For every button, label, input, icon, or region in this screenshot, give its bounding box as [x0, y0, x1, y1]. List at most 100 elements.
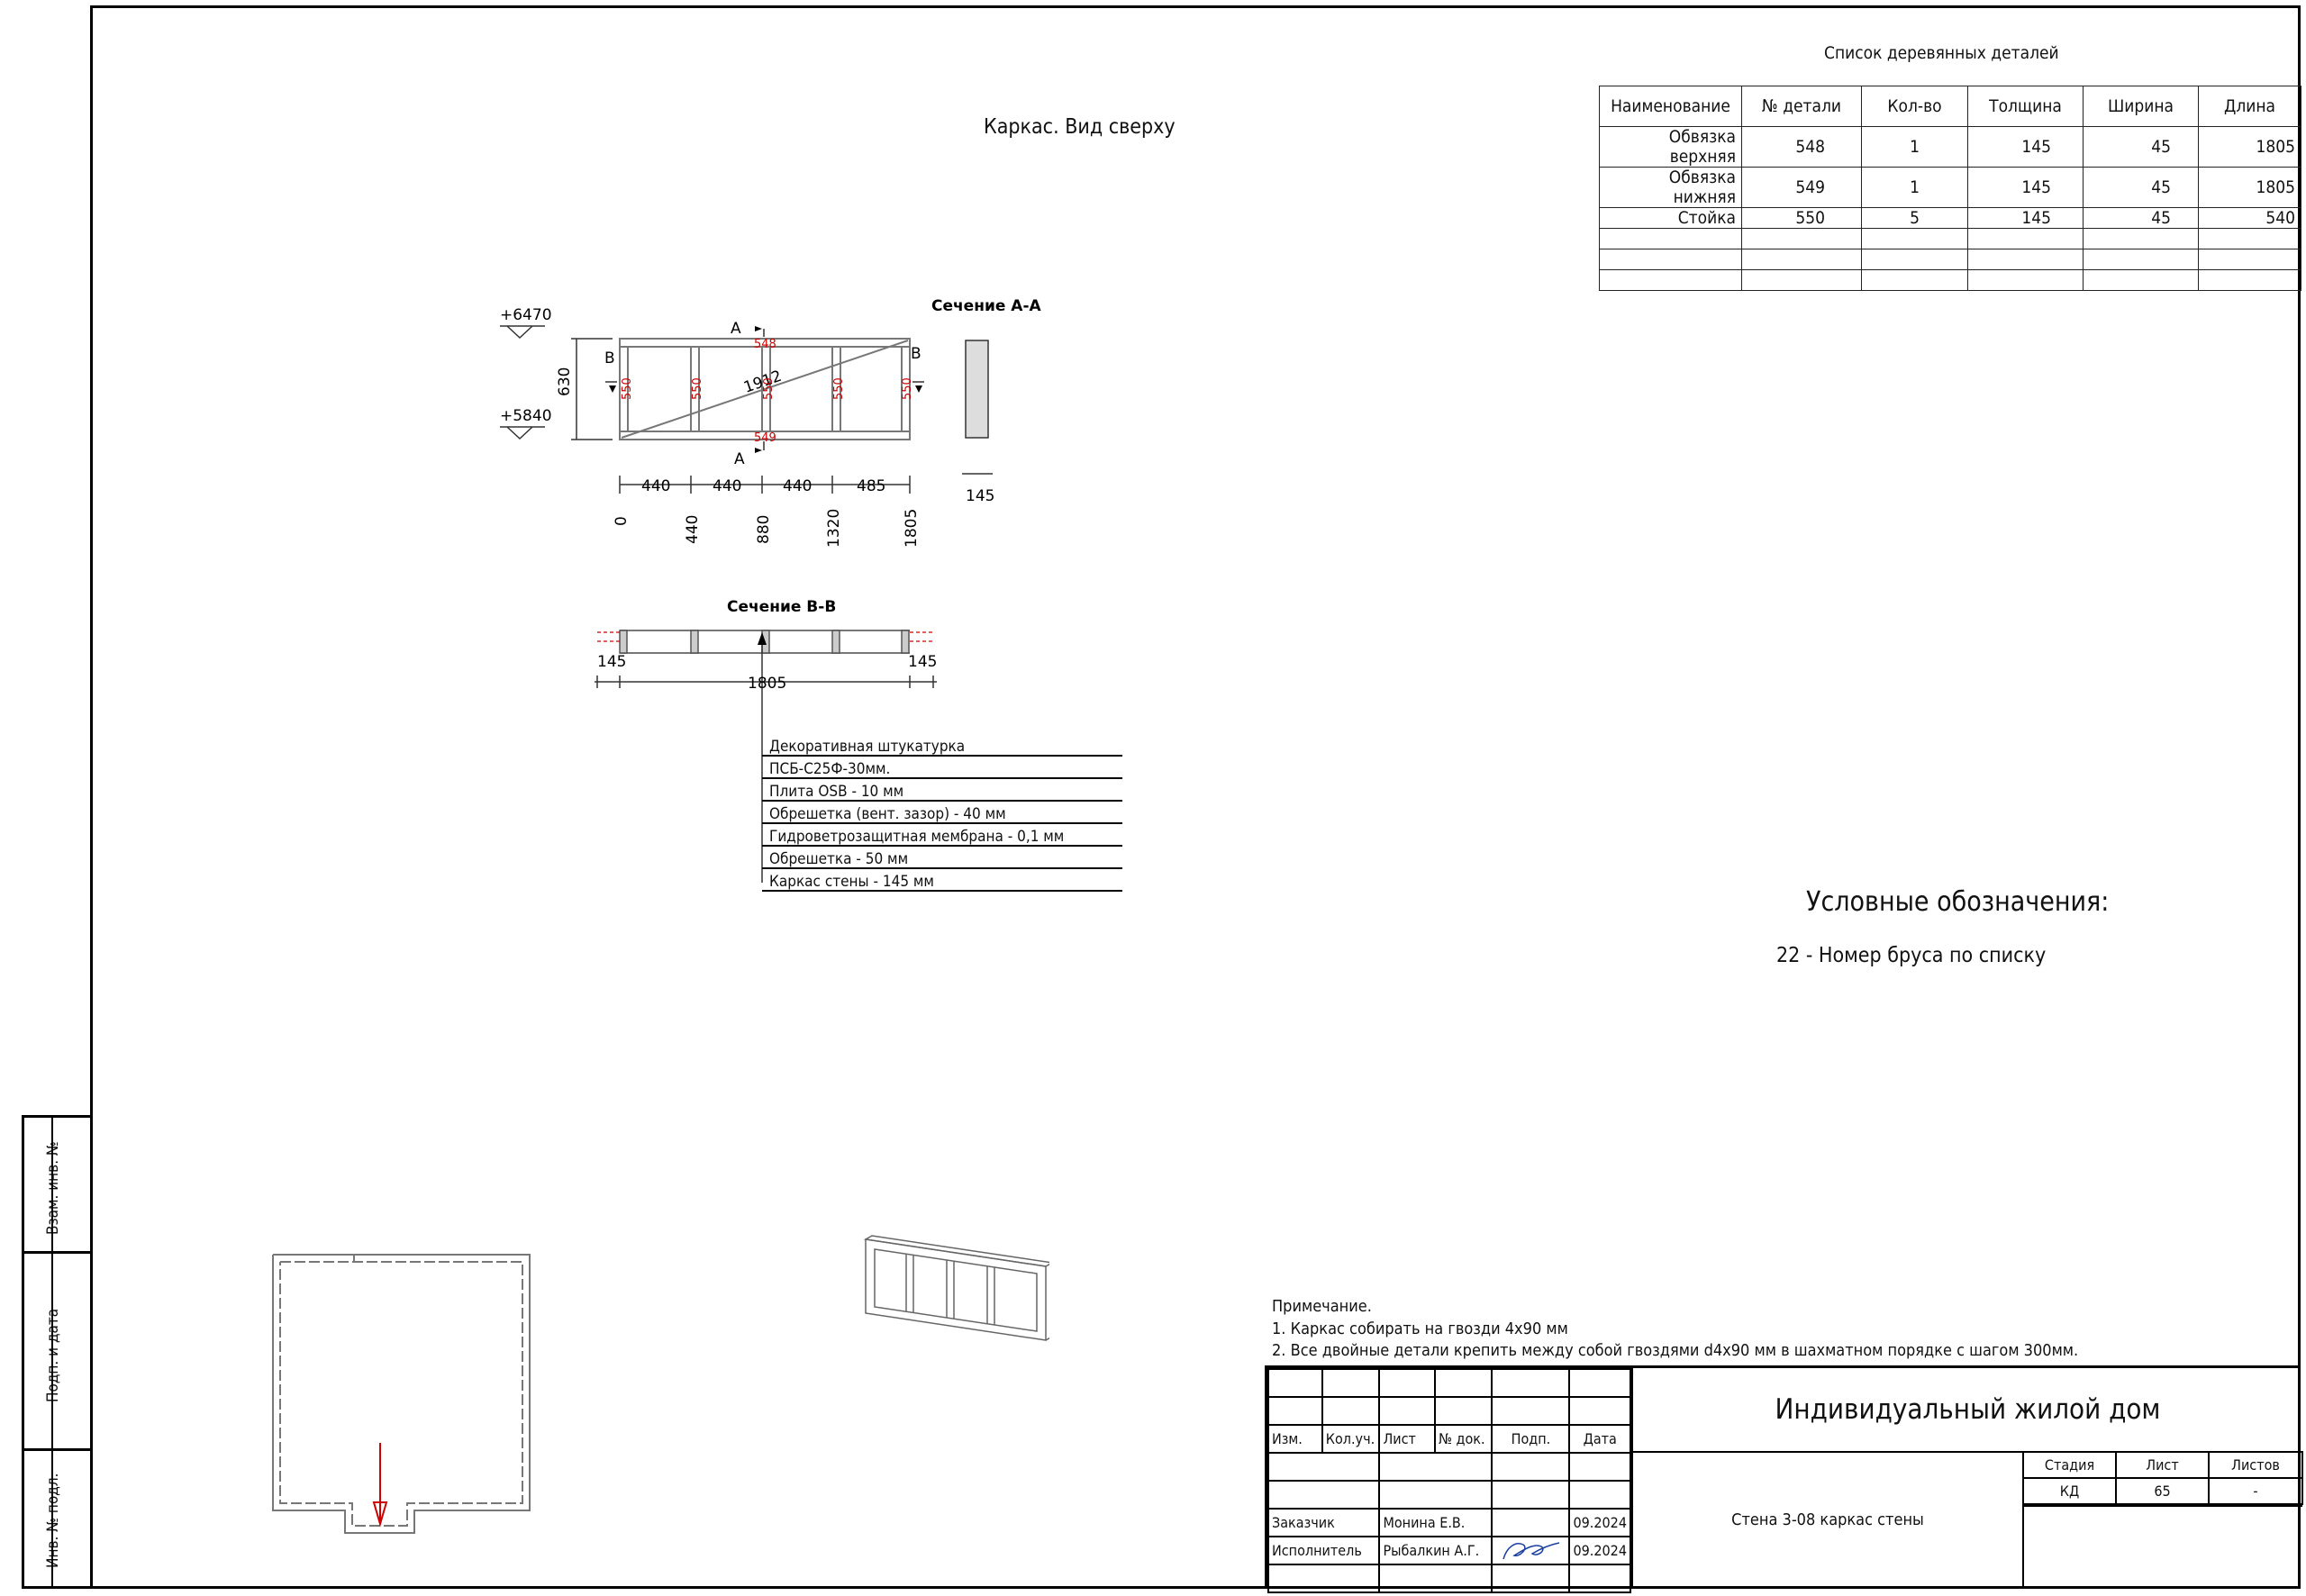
spacing-2: 440 — [713, 477, 741, 495]
layer-item: Каркас стены - 145 мм — [762, 869, 1122, 892]
side-label-orig-inv: Инв. № подл. — [44, 1473, 62, 1568]
cell — [1741, 269, 1862, 291]
parts-table-title: Список деревянных деталей — [1824, 43, 2059, 63]
side-box-orig-inv: Инв. № подл. — [22, 1448, 92, 1589]
revision-table: Изм. Кол.уч. Лист № док. Подп. Дата Зака… — [1266, 1368, 1631, 1593]
section-aa-width: 145 — [966, 487, 994, 505]
stud-label-1: 550 — [621, 377, 634, 400]
cell: 550 — [1741, 207, 1862, 229]
cell: 145 — [1967, 167, 2084, 208]
table-row — [1599, 249, 2301, 270]
layer-item: Обрешетка - 50 мм — [762, 847, 1122, 869]
level-top-label: +6470 — [500, 306, 552, 324]
hdr-signature: Подп. — [1491, 1424, 1571, 1454]
hdr-doc-no: № док. — [1433, 1424, 1493, 1454]
layer-item: ПСБ-С25Ф-30мм. — [762, 757, 1122, 779]
sheet-title: Стена 3-08 каркас стены — [1731, 1510, 1924, 1529]
cell — [1967, 228, 2084, 249]
hdr-count: Кол.уч. — [1321, 1424, 1381, 1454]
spacing-4: 485 — [857, 477, 885, 495]
sheet-label: Лист — [2115, 1451, 2210, 1479]
side-label-replace-inv: Взам. инв. № — [44, 1141, 62, 1235]
cell: Обвязка нижняя — [1599, 167, 1742, 208]
sheets-value: - — [2208, 1477, 2303, 1505]
hdr-sheet: Лист — [1378, 1424, 1436, 1454]
table-row — [1599, 269, 2301, 291]
col-thickness: Толщина — [1967, 86, 2084, 127]
cell — [2083, 228, 2199, 249]
signature — [1503, 1542, 1560, 1560]
legend-item: 22 - Номер бруса по списку — [1776, 944, 2047, 967]
spacing-1: 440 — [641, 477, 670, 495]
cut-a-bottom: А — [734, 450, 745, 468]
col-qty: Кол-во — [1861, 86, 1968, 127]
cell: 1805 — [2198, 126, 2301, 168]
cell: 549 — [1741, 167, 1862, 208]
sheet-title-box: Стена 3-08 каркас стены — [1633, 1451, 2022, 1589]
section-aa-title: Сечение А-А — [931, 297, 1042, 315]
section-bb-title: Сечение В-В — [727, 598, 836, 616]
col-width: Ширина — [2083, 86, 2199, 127]
position-0: 0 — [613, 516, 631, 526]
drawing-frame — [90, 5, 2301, 1589]
position-440: 440 — [684, 515, 702, 544]
cell: 548 — [1741, 126, 1862, 168]
cell: 145 — [1967, 126, 2084, 168]
side-box-replace-inv: Взам. инв. № — [22, 1115, 92, 1254]
hdr-change: Изм. — [1267, 1424, 1323, 1454]
note-2: 2. Все двойные детали крепить между собо… — [1272, 1341, 2079, 1360]
cell: Стойка — [1599, 207, 1742, 229]
title-block: Изм. Кол.уч. Лист № док. Подп. Дата Зака… — [1265, 1365, 2303, 1593]
legend-title: Условные обозначения: — [1806, 886, 2110, 918]
cell: 540 — [2198, 207, 2301, 229]
position-1805: 1805 — [903, 509, 921, 548]
cell — [2198, 249, 2301, 270]
cut-a-top: А — [731, 320, 741, 338]
section-bb-right-dim: 145 — [908, 653, 937, 671]
side-label-sign-date: Подп. и дата — [44, 1308, 62, 1402]
cell: 45 — [2083, 207, 2199, 229]
cell: 45 — [2083, 167, 2199, 208]
cell — [2198, 228, 2301, 249]
note-1: 1. Каркас собирать на гвозди 4х90 мм — [1272, 1319, 1568, 1338]
cell — [1861, 269, 1968, 291]
stage-lower-box — [2022, 1505, 2302, 1589]
level-bottom-label: +5840 — [500, 407, 552, 425]
layer-item: Гидроветрозащитная мембрана - 0,1 мм — [762, 824, 1122, 847]
cell — [1741, 228, 1862, 249]
plan-title: Каркас. Вид сверху — [984, 115, 1176, 139]
position-880: 880 — [755, 515, 773, 544]
side-divider — [51, 1115, 53, 1589]
cell: 1 — [1861, 126, 1968, 168]
stage-value: КД — [2022, 1477, 2117, 1505]
sheet-value: 65 — [2115, 1477, 2210, 1505]
cell — [2083, 249, 2199, 270]
cell — [1967, 269, 2084, 291]
hdr-date: Дата — [1568, 1424, 1631, 1454]
cut-b-left: В — [604, 349, 615, 367]
customer-row: Заказчик Монина Е.В. 09.2024 — [1266, 1508, 1631, 1537]
cell — [2198, 269, 2301, 291]
stud-label-4: 550 — [832, 377, 846, 400]
building-plan-thumbnail — [272, 1254, 531, 1534]
executor-date: 09.2024 — [1568, 1536, 1631, 1565]
title-right-area: Индивидуальный жилой дом Стена 3-08 карк… — [1631, 1368, 2303, 1589]
layer-item: Обрешетка (вент. зазор) - 40 мм — [762, 802, 1122, 824]
cell — [1741, 249, 1862, 270]
stage-label: Стадия — [2022, 1451, 2117, 1479]
customer-role: Заказчик — [1266, 1508, 1381, 1537]
stud-label-5: 550 — [901, 377, 914, 400]
project-name: Индивидуальный жилой дом — [1775, 1393, 2161, 1426]
executor-name: Рыбалкин А.Г. — [1378, 1536, 1493, 1565]
cell: 45 — [2083, 126, 2199, 168]
project-box: Индивидуальный жилой дом — [1633, 1368, 2302, 1453]
stage-table: Стадия Лист Листов КД 65 - — [2022, 1451, 2303, 1505]
cell — [1967, 249, 2084, 270]
notes-heading: Примечание. — [1272, 1297, 1372, 1316]
frame-elevation-drawing: +6470 +5840 630 В В А А 1912 Сечение А-А… — [500, 297, 1042, 548]
layer-item: Декоративная штукатурка — [762, 734, 1122, 757]
table-row: Обвязка верхняя 548 1 145 45 1805 — [1599, 126, 2301, 168]
executor-role: Исполнитель — [1266, 1536, 1381, 1565]
stud-label-3: 550 — [762, 377, 776, 400]
table-row: Стойка 550 5 145 45 540 — [1599, 207, 2301, 229]
